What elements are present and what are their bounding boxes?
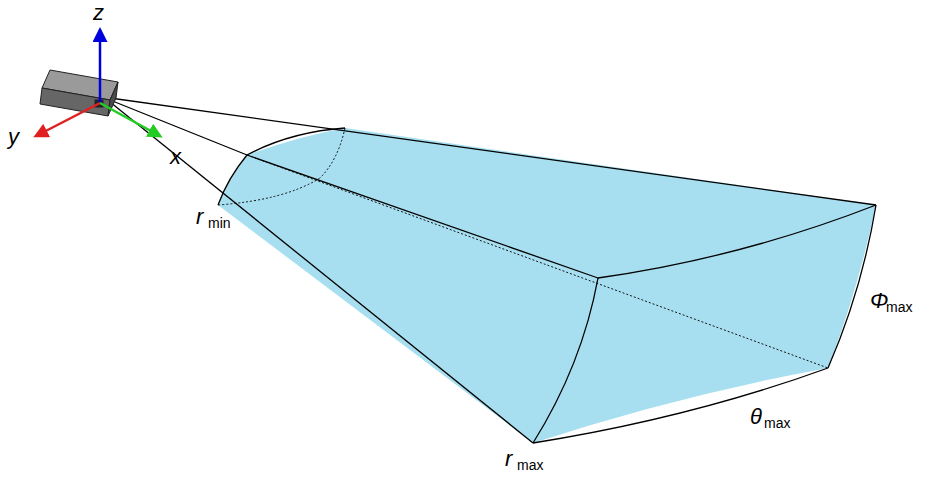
angle-subscript: max bbox=[764, 416, 790, 430]
axis-label: z bbox=[93, 2, 104, 24]
x-axis bbox=[100, 103, 160, 136]
angle-subscript: max bbox=[886, 300, 912, 314]
frustum-volume bbox=[218, 128, 876, 443]
y-axis bbox=[36, 103, 100, 136]
z-axis bbox=[99, 30, 102, 103]
sensor-body bbox=[40, 70, 118, 116]
range-subscript: min bbox=[208, 216, 231, 230]
angle-symbol: θ bbox=[750, 406, 762, 428]
angle-symbol: Φ bbox=[870, 290, 888, 312]
range-symbol: r bbox=[196, 206, 203, 228]
hidden-edges bbox=[218, 128, 828, 368]
range-subscript: max bbox=[517, 458, 543, 472]
axis-label: x bbox=[170, 146, 181, 168]
range-symbol: r bbox=[505, 448, 512, 470]
axis-label: y bbox=[8, 126, 19, 148]
frustum-edges bbox=[110, 98, 876, 443]
